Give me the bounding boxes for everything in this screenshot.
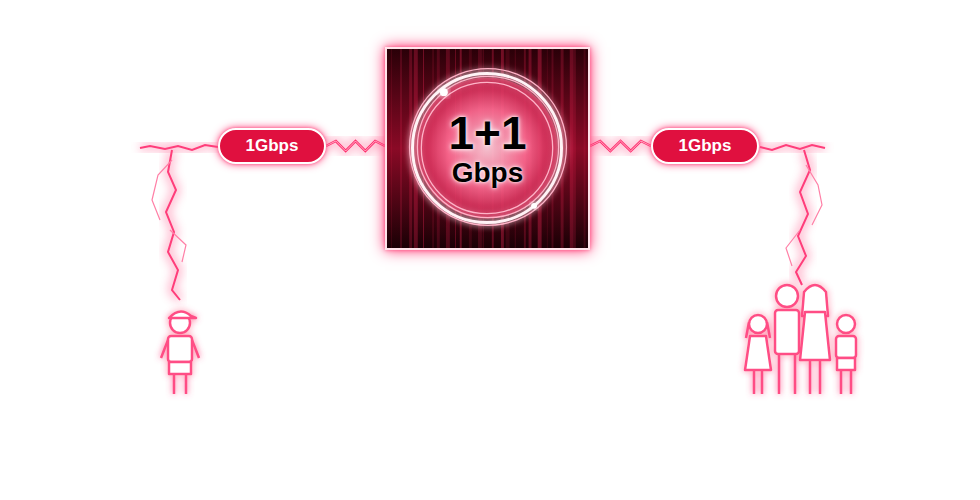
bolt-core <box>590 141 651 151</box>
family-figure <box>754 370 762 394</box>
family-figure <box>837 358 855 370</box>
light-streak <box>400 49 402 248</box>
lightning-bolt <box>796 150 810 285</box>
family-figure <box>745 285 856 394</box>
lightning-bolt <box>140 145 218 150</box>
speed-label: 1Gbps <box>246 136 299 156</box>
family-figure <box>775 310 799 354</box>
bolt-glow <box>326 141 385 151</box>
glow-ring <box>412 74 561 223</box>
box-ground <box>387 49 588 248</box>
lightning-bolt <box>796 150 810 285</box>
lightning-bolt <box>166 150 180 300</box>
speed-unit: Gbps <box>452 157 524 189</box>
bolt-core <box>326 141 385 151</box>
family-figure <box>810 360 820 394</box>
lightning-bolt <box>140 145 218 300</box>
light-streak <box>574 49 576 248</box>
child-figure <box>161 311 199 394</box>
child-figure <box>161 340 199 358</box>
glow-ring <box>410 69 567 226</box>
sparkle <box>531 203 537 209</box>
light-streak <box>390 49 392 248</box>
family-figure <box>836 336 856 358</box>
bolt-glow <box>590 141 651 151</box>
speed-sum: 1+1 <box>448 109 526 157</box>
family-figure <box>841 370 851 394</box>
family-figure <box>749 315 767 333</box>
lightning-bolt <box>140 145 218 150</box>
lightning-bolt <box>806 165 822 225</box>
lightning-bolt <box>170 230 186 262</box>
child-figure <box>168 336 192 362</box>
family-figure <box>779 354 795 394</box>
light-streak <box>584 49 586 248</box>
glow-ring <box>417 76 558 217</box>
family-figure <box>837 315 855 333</box>
lightning-connector <box>326 141 385 151</box>
bolt-highlight <box>326 141 385 151</box>
lightning-bolt <box>760 145 825 150</box>
speed-pill: 1Gbps <box>651 128 759 164</box>
family-figure <box>776 285 798 307</box>
speed-label: 1Gbps <box>679 136 732 156</box>
sparkle <box>440 88 448 96</box>
speed-pill: 1Gbps <box>218 128 326 164</box>
lightning-bolt <box>152 160 172 220</box>
light-streak <box>570 49 574 248</box>
lightning-connector <box>590 141 651 151</box>
glow-ring <box>421 82 552 213</box>
lightning-bolt <box>760 145 825 150</box>
bolt-highlight <box>590 141 651 151</box>
child-figure <box>174 374 186 394</box>
text-stack: 1+1Gbps <box>387 49 588 248</box>
family-figure <box>800 312 830 360</box>
family-figure <box>745 336 771 370</box>
lightning-bolt <box>786 230 800 266</box>
ring-core <box>416 77 557 218</box>
lightning-bolt <box>760 145 825 285</box>
speed-box: 1+1Gbps <box>385 47 590 250</box>
light-streaks <box>391 49 586 248</box>
child-figure <box>169 311 196 318</box>
lightning-bolt <box>166 150 180 300</box>
child-figure <box>169 362 191 374</box>
